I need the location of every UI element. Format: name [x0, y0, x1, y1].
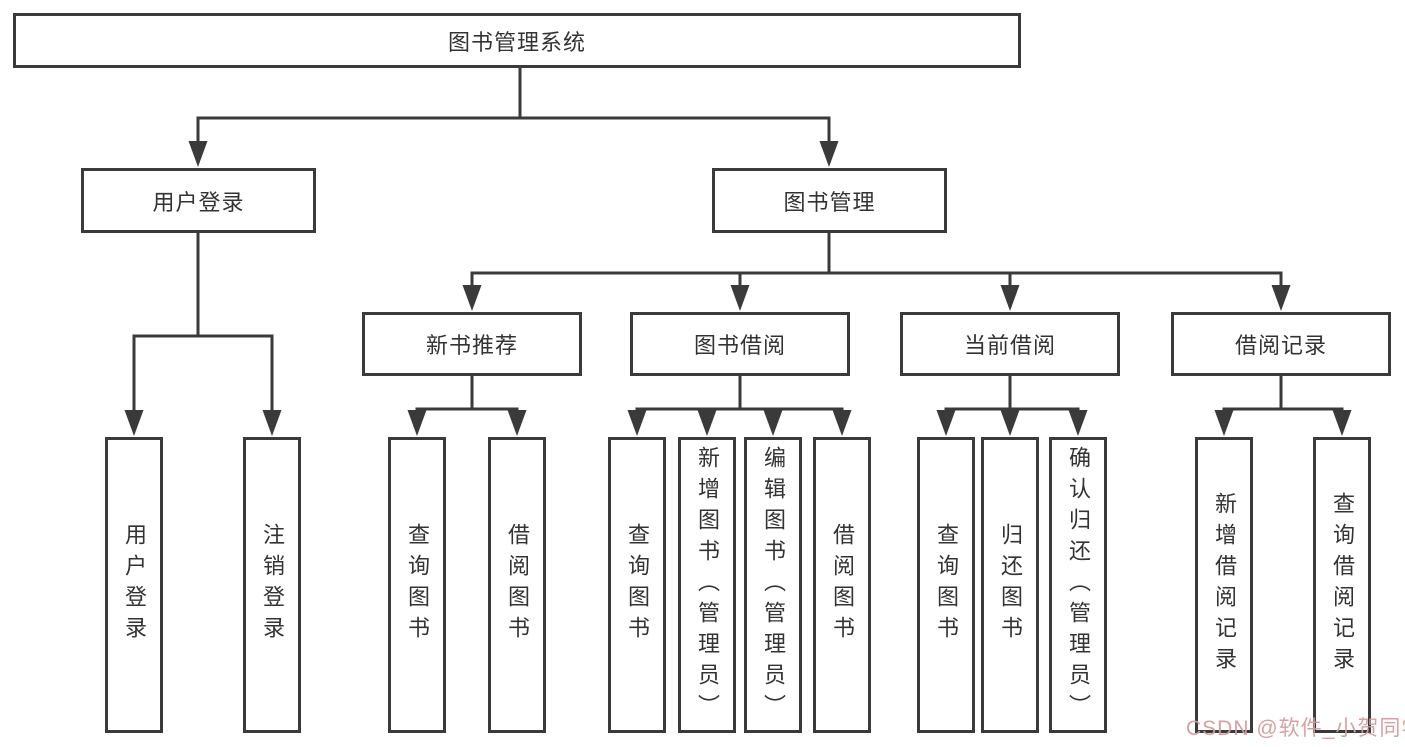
- leaf-return-book-label: 归还图书: [998, 523, 1023, 647]
- node-user-login-label: 用户登录: [152, 189, 245, 215]
- leaf-confirm-return-admin: 确认归还（管理员）: [1049, 437, 1107, 733]
- leaf-query-borrow-record-label: 查询借阅记录: [1330, 492, 1355, 678]
- leaf-query-books-borrowing-label: 查询图书: [625, 523, 650, 647]
- leaf-add-book-admin: 新增图书（管理员）: [678, 437, 736, 733]
- leaf-edit-book-admin: 编辑图书（管理员）: [744, 437, 802, 733]
- leaf-add-book-admin-label: 新增图书（管理员）: [695, 445, 720, 725]
- leaf-query-books-recommend-label: 查询图书: [405, 523, 430, 647]
- node-book-borrowing-label: 图书借阅: [693, 333, 786, 358]
- leaf-query-books-recommend: 查询图书: [388, 437, 446, 733]
- leaf-return-book: 归还图书: [981, 437, 1039, 733]
- node-book-management-label: 图书管理: [783, 189, 876, 215]
- leaf-user-login: 用户登录: [105, 437, 163, 733]
- leaf-user-login-label: 用户登录: [122, 523, 147, 647]
- leaf-add-borrow-record: 新增借阅记录: [1195, 437, 1253, 733]
- node-borrowing-records: 借阅记录: [1171, 312, 1391, 376]
- node-root-system: 图书管理系统: [13, 13, 1021, 68]
- node-book-borrowing: 图书借阅: [630, 312, 850, 376]
- leaf-query-borrow-record: 查询借阅记录: [1313, 437, 1371, 733]
- node-new-book-recommend: 新书推荐: [362, 312, 582, 376]
- leaf-borrow-books-recommend: 借阅图书: [488, 437, 546, 733]
- node-root-label: 图书管理系统: [447, 29, 586, 55]
- leaf-query-books-borrowing: 查询图书: [608, 437, 666, 733]
- leaf-edit-book-admin-label: 编辑图书（管理员）: [761, 445, 786, 725]
- node-current-borrowing-label: 当前借阅: [963, 333, 1056, 358]
- csdn-watermark: CSDN @软件_小贺同学: [1186, 717, 1405, 740]
- leaf-add-borrow-record-label: 新增借阅记录: [1212, 492, 1237, 678]
- leaf-query-books-current: 查询图书: [917, 437, 975, 733]
- node-book-management: 图书管理: [712, 168, 947, 233]
- leaf-confirm-return-admin-label: 确认归还（管理员）: [1066, 445, 1091, 725]
- leaf-borrow-books-recommend-label: 借阅图书: [505, 523, 530, 647]
- node-borrowing-records-label: 借阅记录: [1234, 333, 1327, 358]
- node-user-login: 用户登录: [81, 168, 316, 233]
- leaf-query-books-current-label: 查询图书: [934, 523, 959, 647]
- leaf-logout: 注销登录: [243, 437, 301, 733]
- node-new-book-recommend-label: 新书推荐: [425, 333, 518, 358]
- leaf-borrow-books-borrowing: 借阅图书: [813, 437, 871, 733]
- leaf-logout-label: 注销登录: [260, 523, 285, 647]
- leaf-borrow-books-borrowing-label: 借阅图书: [830, 523, 855, 647]
- node-current-borrowing: 当前借阅: [900, 312, 1120, 376]
